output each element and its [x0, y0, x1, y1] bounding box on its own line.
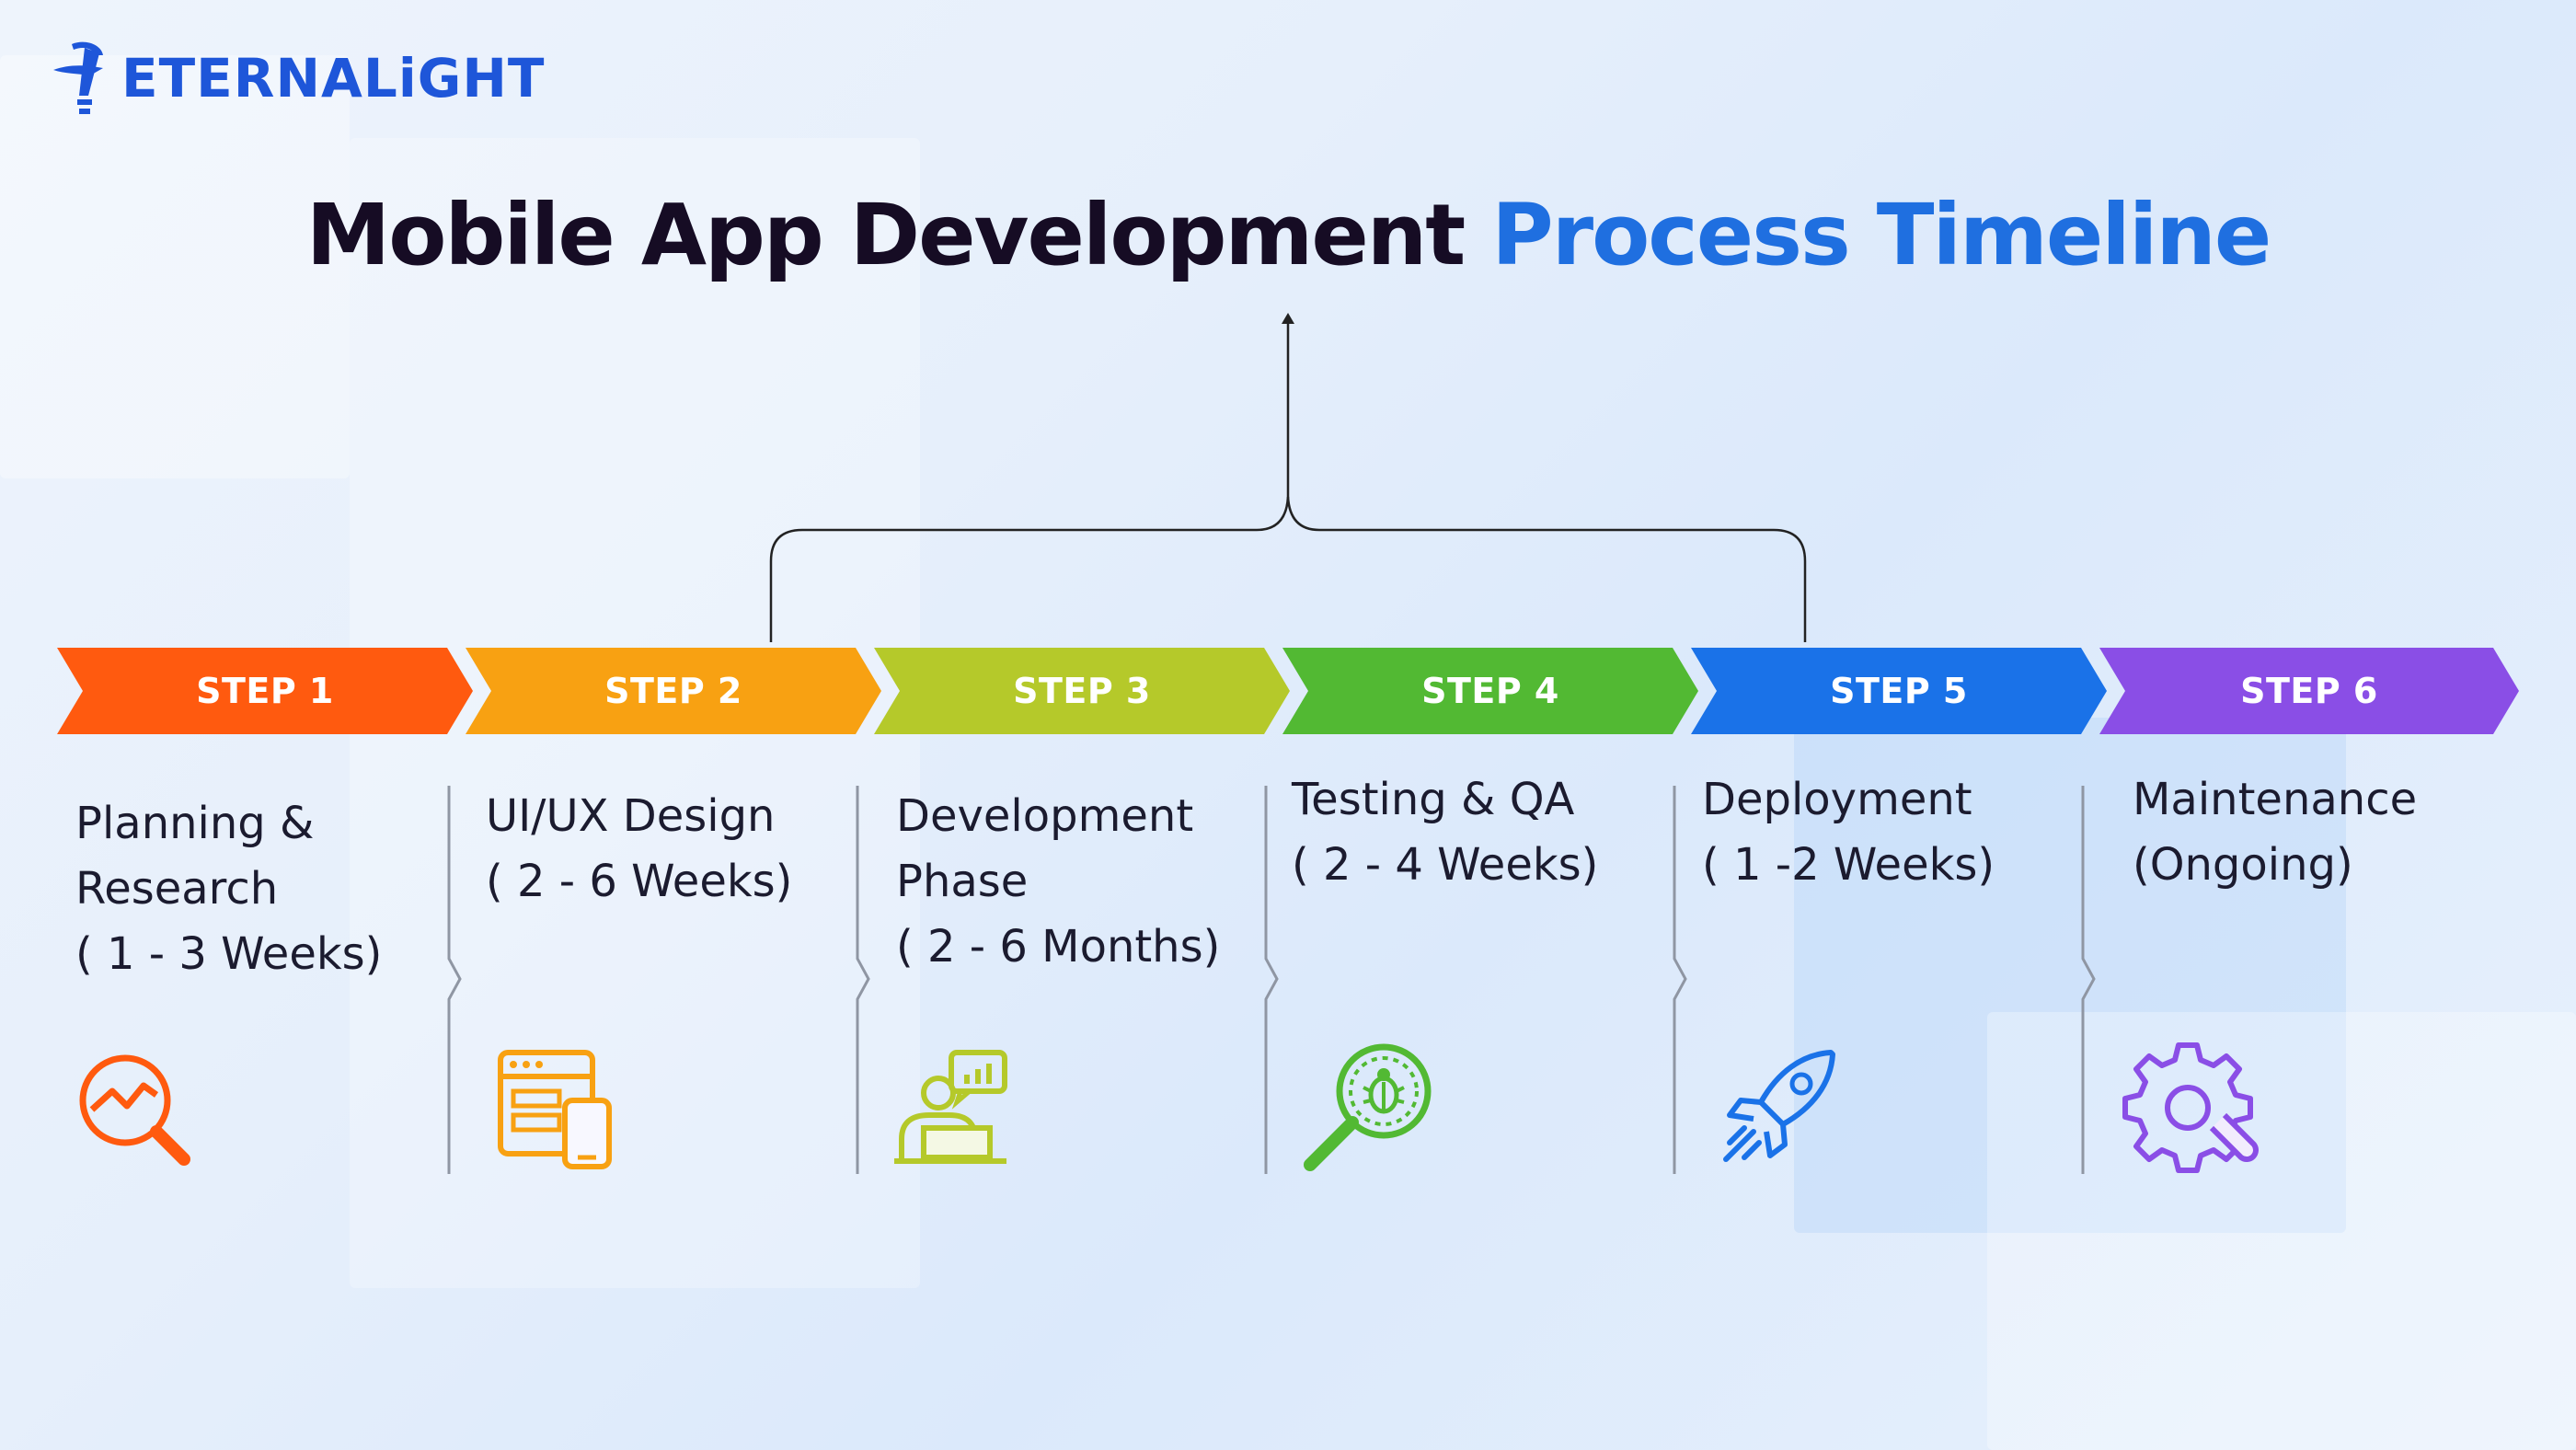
step-3-label: STEP 3: [1013, 671, 1151, 711]
step-5-description: Deployment ( 1 -2 Weeks): [1702, 767, 1995, 898]
step-1-duration: ( 1 - 3 Weeks): [75, 928, 383, 980]
brand-name: ETERNALiGHT: [121, 47, 546, 109]
responsive-design-icon: [498, 1050, 612, 1169]
step-1-description: Planning & Research ( 1 - 3 Weeks): [75, 791, 382, 987]
step-4-chevron[interactable]: STEP 4: [1282, 648, 1698, 734]
analysis-magnifier-icon: [79, 1054, 190, 1166]
step-4-label: STEP 4: [1421, 671, 1559, 711]
background-panel: [0, 55, 350, 478]
page-title: Mobile App Development Process Timeline: [0, 193, 2576, 278]
step-divider: [447, 786, 462, 1174]
step-4-duration: ( 2 - 4 Weeks): [1292, 839, 1599, 891]
step-1-chevron[interactable]: STEP 1: [57, 648, 473, 734]
step-6-chevron[interactable]: STEP 6: [2099, 648, 2519, 734]
step-divider: [1264, 786, 1279, 1174]
step-divider: [856, 786, 870, 1174]
step-3-line: Development: [896, 790, 1194, 842]
gear-wrench-icon: [2122, 1042, 2259, 1173]
background-panel: [1987, 1012, 2576, 1450]
step-6-duration: (Ongoing): [2133, 839, 2353, 891]
step-2-duration: ( 2 - 6 Weeks): [486, 856, 793, 907]
title-main: Mobile App Development: [305, 186, 1466, 284]
step-3-line: Phase: [896, 856, 1029, 907]
step-divider: [1673, 786, 1687, 1174]
brand-logo[interactable]: ETERNALiGHT: [48, 37, 545, 120]
step-1-line: Planning &: [75, 798, 315, 849]
step-2-description: UI/UX Design ( 2 - 6 Weeks): [486, 784, 792, 915]
step-3-duration: ( 2 - 6 Months): [896, 921, 1221, 972]
step-6-label: STEP 6: [2240, 671, 2378, 711]
step-5-chevron[interactable]: STEP 5: [1691, 648, 2107, 734]
developer-at-desk-icon: [894, 1050, 1007, 1164]
step-6-description: Maintenance (Ongoing): [2133, 767, 2417, 898]
step-1-label: STEP 1: [196, 671, 334, 711]
step-3-chevron[interactable]: STEP 3: [874, 648, 1290, 734]
bracket-connector: [769, 313, 1807, 642]
step-2-label: STEP 2: [604, 671, 742, 711]
step-4-description: Testing & QA ( 2 - 4 Weeks): [1292, 767, 1598, 898]
step-5-label: STEP 5: [1830, 671, 1968, 711]
lightbulb-logo-icon: [53, 41, 103, 114]
title-accent: Process Timeline: [1491, 186, 2271, 284]
step-1-line: Research: [75, 863, 279, 915]
step-6-line: Maintenance: [2133, 774, 2418, 825]
step-3-description: Development Phase ( 2 - 6 Months): [896, 784, 1220, 980]
step-divider: [2081, 786, 2096, 1174]
step-5-line: Deployment: [1702, 774, 1972, 825]
step-4-line: Testing & QA: [1292, 774, 1575, 825]
step-2-line: UI/UX Design: [486, 790, 776, 842]
rocket-icon: [1723, 1050, 1835, 1162]
bug-magnifier-icon: [1304, 1043, 1432, 1171]
step-2-chevron[interactable]: STEP 2: [466, 648, 881, 734]
step-5-duration: ( 1 -2 Weeks): [1702, 839, 1995, 891]
